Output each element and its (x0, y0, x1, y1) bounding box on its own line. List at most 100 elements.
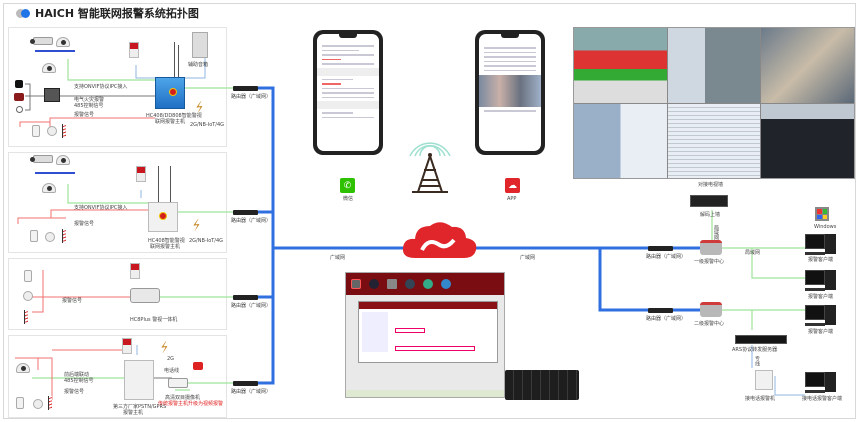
siren-icon (130, 263, 140, 279)
wechat-phone-mockup (313, 30, 383, 155)
monitoring-software-collage (573, 27, 855, 179)
page-title: HAICH 智能联网报警系统拓扑图 (16, 5, 199, 21)
siren-icon (129, 42, 139, 58)
level1-switch-icon (700, 240, 722, 255)
onvif-label: 支持ONVIF协议IPC接入 (74, 84, 128, 90)
beam-detector-icon (48, 396, 52, 410)
pir-sensor-icon (24, 270, 32, 282)
camera-bus (35, 172, 75, 174)
level2-switch-icon (700, 302, 722, 317)
electric-fire-monitor-icon (44, 88, 60, 102)
client-label: 报警客户端 (808, 329, 834, 335)
logo-icon (16, 8, 30, 18)
ars-server-icon (735, 335, 787, 344)
dedicated-line-label: 专线 (754, 356, 760, 366)
router-label: 路由器（广域网） (231, 218, 272, 224)
dome-camera-icon (56, 37, 70, 47)
host-label: 联网报警主机 (155, 119, 186, 125)
fire-detector-icon (14, 93, 24, 101)
ptz-camera-icon (42, 63, 56, 73)
host-label: HC408智能警视 (148, 238, 185, 244)
panel-hc8plus (8, 258, 227, 330)
host-label: HC408/DD808智能警视 (146, 113, 202, 119)
client-computer-icon (805, 270, 837, 292)
host-label: 报警主机 (123, 410, 144, 416)
smoke-detector-icon (23, 291, 33, 301)
wan-label: 广域网 (330, 255, 346, 261)
current-sensor-icon (16, 106, 23, 113)
phone-receiver-label: 接电话报警机 (745, 396, 776, 402)
third-party-host-icon (124, 360, 154, 400)
linkage-label: 前后端联动 (64, 372, 90, 378)
decoder-label: 解码上墙 (700, 212, 721, 218)
nas-storage-icon (505, 370, 579, 400)
router-label: 路由器（广域网） (231, 389, 272, 395)
pir-sensor-icon (16, 397, 24, 409)
dual-lens-camera-icon (168, 378, 188, 388)
windows-logo-icon (815, 207, 829, 221)
antenna (158, 166, 159, 202)
dome-camera-icon (56, 155, 70, 165)
antenna (174, 42, 175, 77)
client-label: 报警客户端 (808, 257, 834, 263)
alarm-signal-label: 报警信号 (64, 389, 85, 395)
router-label: 路由器（广域网） (231, 303, 272, 309)
router-icon (648, 246, 673, 251)
phone-line-label: 电话线 (164, 368, 180, 374)
alarm-signal-label: 报警信号 (74, 112, 95, 118)
hc408-dd808-host-icon (155, 77, 185, 109)
signal-tower-icon (409, 142, 451, 193)
phone-client-label: 接电话报警客户端 (802, 396, 843, 402)
router-icon (648, 308, 673, 313)
router-icon (233, 210, 258, 215)
beam-detector-icon (24, 310, 28, 324)
pir-sensor-icon (32, 125, 40, 137)
wechat-label: 微信 (343, 196, 354, 202)
level1-center-label: 一级报警中心 (694, 259, 725, 265)
client-computer-icon (805, 234, 837, 256)
host-label: 第三方厂家PSTN/GPRS (113, 404, 167, 410)
breaker-sensor-icon (15, 80, 23, 88)
router-icon (233, 295, 258, 300)
2g-label: 2G (167, 356, 175, 362)
tv-wall-label: 对接电视墙 (698, 182, 724, 188)
router-label: 路由器（广域网） (231, 94, 272, 100)
ars-server-label: ARS协议转发服务器 (732, 347, 778, 353)
app-label: APP (507, 196, 517, 202)
upgrade-note: 传统报警主机升级为视频报警 (158, 401, 224, 407)
pir-sensor-icon (30, 230, 38, 242)
phone-alarm-receiver-icon (755, 370, 773, 390)
speaker-icon (192, 32, 208, 58)
rs485-label: 485控制信号 (64, 378, 94, 384)
client-label: 报警客户端 (808, 294, 834, 300)
rs485-label: 485控制信号 (74, 103, 104, 109)
siren-icon (136, 166, 146, 182)
cloud-icon (402, 222, 477, 258)
hc408-host-icon (148, 202, 178, 232)
title-text: HAICH 智能联网报警系统拓扑图 (35, 7, 199, 20)
bullet-camera-icon (30, 37, 53, 45)
lan-label: 局域网 (745, 250, 761, 256)
smoke-detector-icon (45, 232, 55, 242)
wechat-icon: ✆ (340, 178, 355, 193)
smoke-detector-icon (47, 126, 57, 136)
wireless-label: 2G/NB-IoT/4G (190, 122, 225, 128)
camera-label: 高清双目摄像机 (165, 395, 201, 401)
host-label: 联网报警主机 (150, 244, 181, 250)
panel-third-party (8, 335, 227, 418)
onvif-label: 支持ONVIF协议IPC接入 (74, 205, 128, 211)
client-software-screenshot (345, 272, 505, 398)
diagram-frame (3, 3, 856, 419)
siren-icon (122, 338, 132, 354)
router-icon (233, 381, 258, 386)
decoder-server-icon (690, 195, 728, 207)
smoke-detector-icon (33, 399, 43, 409)
beam-detector-icon (62, 124, 66, 138)
host-label: HC8Plus 警视一体机 (130, 317, 178, 323)
hc8plus-camera-icon (130, 288, 160, 303)
app-phone-mockup (475, 30, 545, 155)
router-label: 路由器（广域网） (646, 254, 687, 260)
client-computer-icon (805, 372, 837, 394)
ptz-camera-icon (42, 183, 56, 193)
